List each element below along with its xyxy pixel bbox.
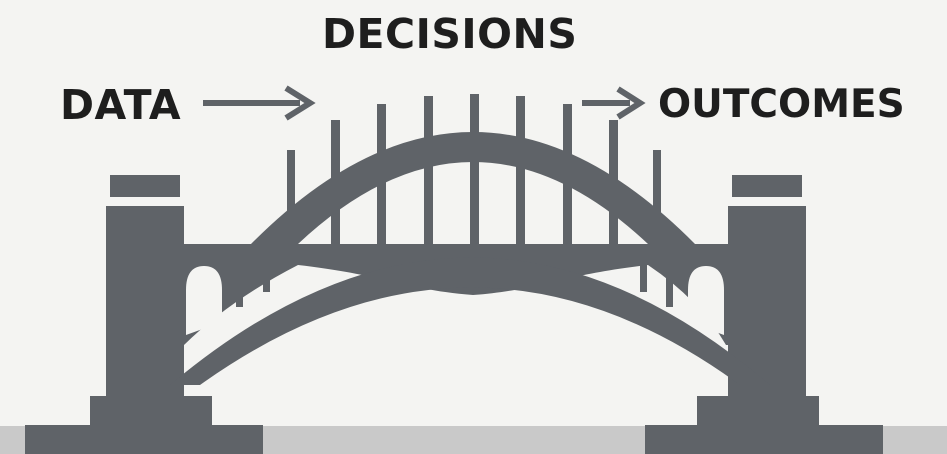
arrow-right-icon — [203, 85, 316, 121]
deck-posts — [236, 262, 673, 307]
data-label: DATA — [60, 81, 182, 129]
left-tower — [106, 175, 184, 398]
left-base-slab — [25, 425, 263, 454]
right-pier-foot — [697, 396, 819, 428]
arch-hangers — [287, 94, 661, 246]
lower-arch — [170, 257, 770, 385]
right-pier-opening — [688, 266, 724, 335]
arrow-right-icon — [582, 86, 646, 120]
left-pier-foot — [90, 396, 212, 428]
outcomes-label: OUTCOMES — [658, 82, 905, 127]
left-pier-opening — [186, 266, 222, 335]
decisions-label: DECISIONS — [322, 10, 578, 58]
upper-arch — [251, 132, 695, 244]
right-base-slab — [645, 425, 883, 454]
